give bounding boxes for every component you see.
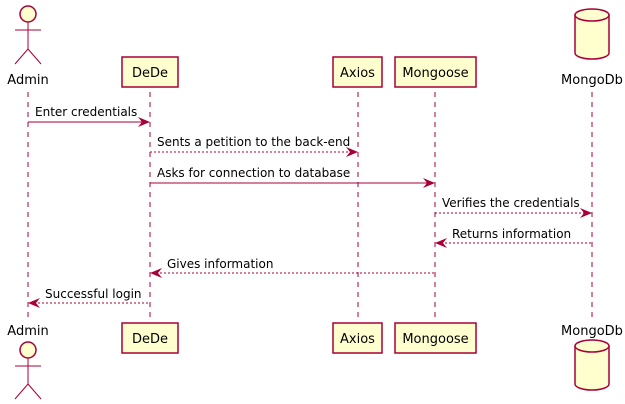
participant-label-axios-top: Axios <box>340 66 375 81</box>
message-label: Returns information <box>452 227 571 241</box>
participant-box-mongoose-bottom <box>394 322 477 354</box>
participant-box-axios-bottom <box>332 322 383 354</box>
arrowhead <box>346 147 358 157</box>
database-icon-mongodb-bottom <box>574 339 610 391</box>
message-label: Enter credentials <box>35 105 137 119</box>
arrowhead <box>435 238 447 248</box>
message-label: Verifies the credentials <box>442 196 580 210</box>
participant-label-mongoose-bottom: Mongoose <box>402 332 468 347</box>
participant-label-mongoose-top: Mongoose <box>402 66 468 81</box>
participant-label-mongodb-top: MongoDb <box>561 73 623 88</box>
message-label: Sents a petition to the back-end <box>157 135 350 149</box>
participant-label-admin-top: Admin <box>7 73 48 88</box>
message-4: Verifies the credentials <box>435 196 592 218</box>
actor-icon-admin-bottom <box>14 341 42 400</box>
participant-box-axios-top <box>332 56 383 88</box>
message-7: Successful login <box>28 287 150 308</box>
message-6: Gives information <box>150 257 435 278</box>
message-label: Gives information <box>167 257 273 271</box>
database-icon-mongodb-top <box>574 8 610 60</box>
arrowhead <box>423 178 435 188</box>
participant-label-dede-top: DeDe <box>132 66 168 81</box>
participant-label-mongodb-bottom: MongoDb <box>561 324 623 339</box>
message-label: Asks for connection to database <box>157 166 350 180</box>
message-5: Returns information <box>435 227 592 248</box>
message-1: Enter credentials <box>28 105 150 127</box>
message-2: Sents a petition to the back-end <box>150 135 358 157</box>
arrowhead <box>28 298 40 308</box>
participant-box-dede-top <box>121 56 179 88</box>
participant-box-dede-bottom <box>121 322 179 354</box>
participant-label-axios-bottom: Axios <box>340 332 375 347</box>
participant-label-dede-bottom: DeDe <box>132 332 168 347</box>
participant-box-mongoose-top <box>394 56 477 88</box>
arrowhead <box>580 208 592 218</box>
actor-icon-admin-top <box>14 5 42 65</box>
message-label: Successful login <box>45 287 142 301</box>
message-3: Asks for connection to database <box>150 166 435 188</box>
arrowhead <box>150 268 162 278</box>
arrowhead <box>138 117 150 127</box>
participant-label-admin-bottom: Admin <box>7 324 48 339</box>
